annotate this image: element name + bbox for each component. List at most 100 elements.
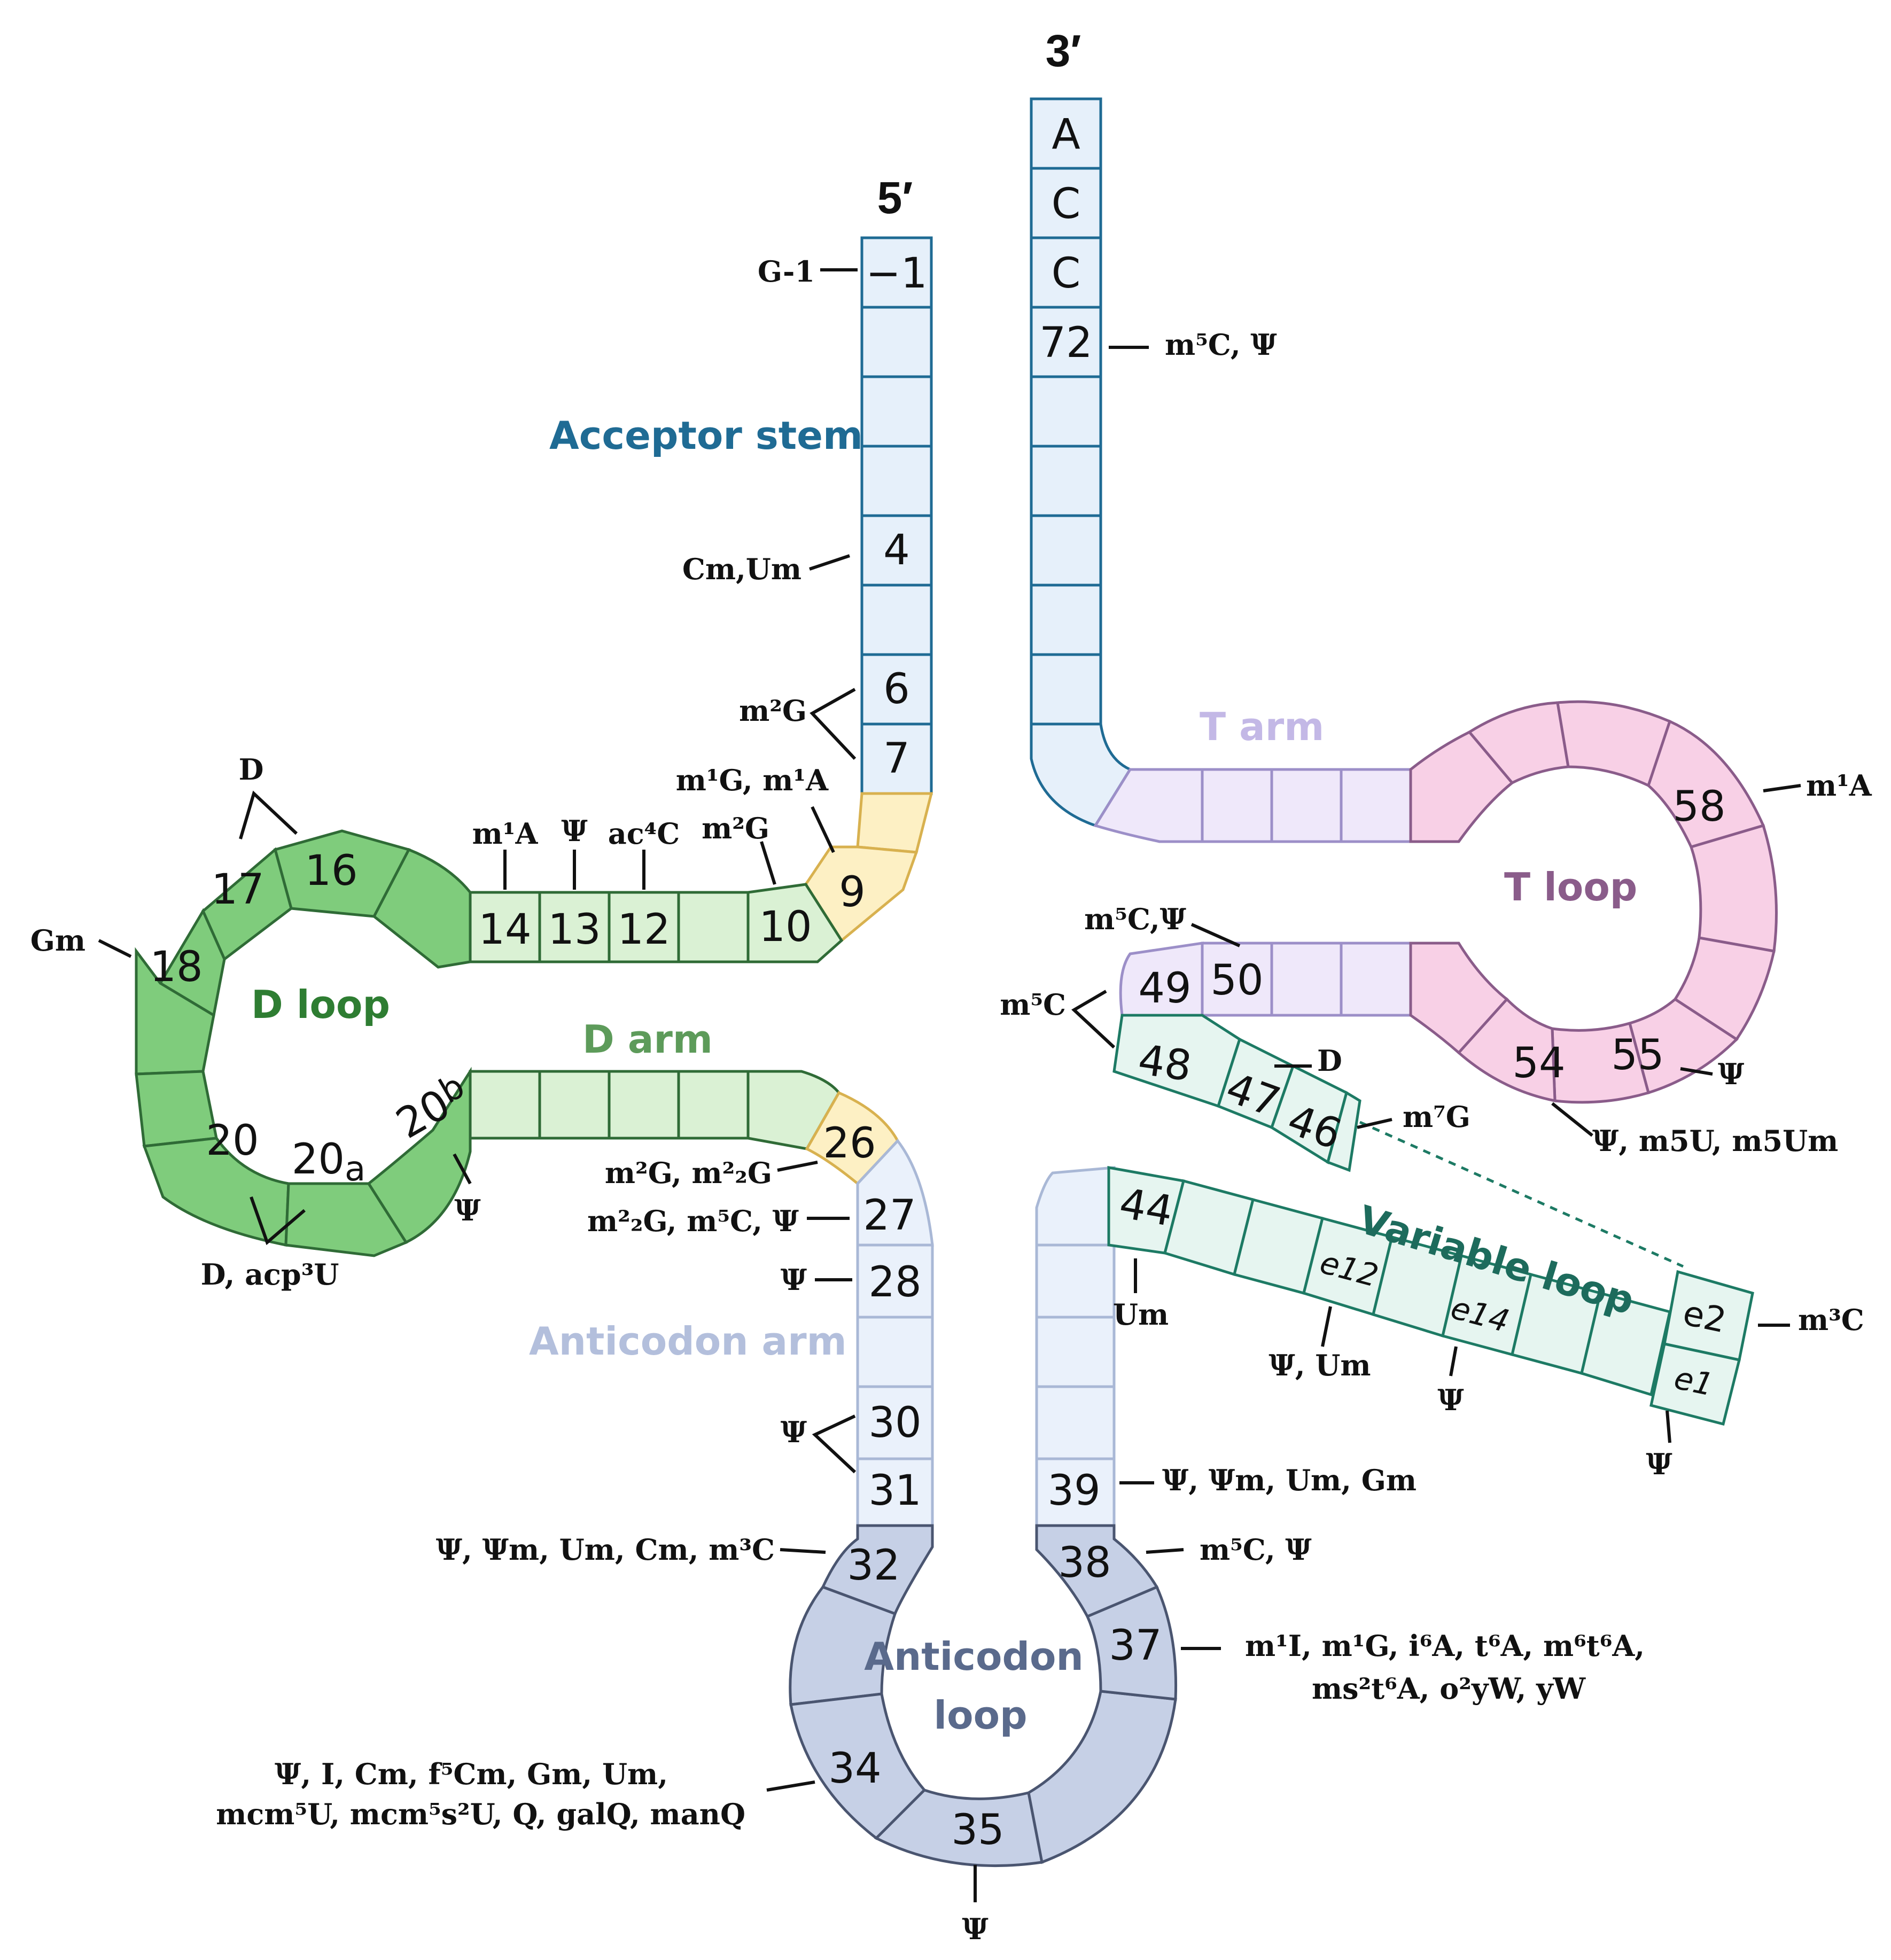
nucleotide-box [1340, 942, 1412, 1017]
cca-tail-a: A [1052, 111, 1080, 159]
nucleotide-box [367, 1067, 472, 1245]
nucleotide-box [1035, 1524, 1159, 1619]
leader-line [1551, 1102, 1593, 1137]
nucleotide-box [860, 375, 933, 448]
mod-37-line1: m¹I, m¹G, i⁶A, t⁶A, m⁶t⁶A, [1245, 1629, 1645, 1663]
nucleotide-box [1030, 375, 1102, 448]
t-loop: 54 55 58 [1409, 700, 1778, 1104]
position-13: 13 [548, 906, 601, 954]
acceptor-stem-3prime-strand: A C C 72 [1030, 97, 1132, 828]
leader-line [810, 688, 857, 760]
nucleotide-box [1409, 942, 1509, 1055]
leader-line [1357, 1118, 1392, 1129]
position-minus1: −1 [866, 250, 928, 298]
position-9: 9 [839, 868, 866, 916]
nucleotide-box [856, 792, 933, 854]
nucleotide-box [856, 1243, 934, 1319]
leader-line [250, 1196, 306, 1246]
mod-9: m¹G, m¹A [676, 763, 829, 797]
nucleotide-box [1035, 1243, 1116, 1319]
position-34: 34 [828, 1745, 881, 1793]
position-20a: 20a [292, 1135, 365, 1189]
variable-loop-dashed-connector [1359, 1121, 1684, 1268]
leader-line [453, 1153, 472, 1185]
nucleotide-box [856, 1139, 934, 1247]
nucleotide-box [1093, 768, 1204, 843]
leader-lines [98, 268, 1801, 1902]
position-72: 72 [1039, 319, 1092, 367]
mod-16-17: D [239, 752, 264, 787]
mod-58: m¹A [1806, 768, 1872, 803]
mod-28: Ψ [781, 1263, 807, 1297]
junction-26: 26 [805, 1091, 900, 1186]
mod-72: m⁵C, Ψ [1165, 328, 1277, 362]
position-38: 38 [1058, 1539, 1111, 1587]
nucleotide-box [538, 1070, 611, 1140]
nucleotide-box [1030, 306, 1102, 378]
three-prime-end-label: 3′ [1046, 26, 1081, 76]
mod-14: m¹A [472, 816, 539, 851]
leader-line [98, 939, 132, 958]
position-27: 27 [863, 1192, 916, 1240]
nucleotide-box [1035, 1457, 1116, 1527]
position-49: 49 [1138, 965, 1191, 1013]
variable-region-46-48: 46 47 48 [1112, 1014, 1361, 1172]
nucleotide-box [538, 891, 611, 963]
nucleotide-box [608, 891, 680, 963]
nucleotide-box [1270, 768, 1343, 843]
mod-54: Ψ, m5U, m5Um [1592, 1124, 1838, 1158]
position-50: 50 [1210, 956, 1263, 1005]
mod-20b: Ψ [454, 1193, 480, 1227]
mod-g-minus1: G-1 [758, 254, 815, 289]
nucleotide-box [135, 1070, 218, 1148]
mod-20: D, acp³U [201, 1257, 339, 1292]
nucleotide-box [1035, 1316, 1116, 1388]
position-20a-base: 20 [292, 1135, 345, 1184]
nucleotide-box [284, 1182, 408, 1257]
junction-8-9: 9 [804, 792, 933, 943]
position-16: 16 [305, 847, 357, 895]
nucleotide-box [1270, 942, 1343, 1017]
mod-34-line2: mcm⁵U, mcm⁵s²U, Q, galQ, manQ [216, 1797, 745, 1831]
nucleotide-box [1649, 1342, 1741, 1426]
nucleotide-box [874, 1788, 1044, 1868]
mod-55: Ψ [1718, 1057, 1744, 1091]
position-32: 32 [847, 1542, 900, 1590]
mod-44: Um [1113, 1297, 1169, 1332]
mod-e14: Ψ [1437, 1383, 1464, 1417]
cca-tail-c2: C [1052, 250, 1080, 298]
leader-line [812, 1414, 857, 1474]
mod-32: Ψ, Ψm, Um, Cm, m³C [436, 1533, 775, 1567]
anticodon-arm-3prime-strand: 39 [1035, 1166, 1116, 1527]
acceptor-stem-label: Acceptor stem [549, 413, 863, 458]
leader-line [239, 790, 298, 839]
t-loop-label: T loop [1504, 865, 1637, 909]
anticodon-loop-label-line2: loop [933, 1693, 1027, 1738]
position-20: 20 [206, 1117, 259, 1165]
anticodon-loop-label-line1: Anticodon [864, 1634, 1083, 1679]
nucleotide-box [135, 947, 215, 1076]
position-31: 31 [868, 1467, 921, 1515]
nucleotide-box [1689, 823, 1778, 953]
mod-27: m²₂G, m⁵C, Ψ [587, 1204, 799, 1238]
mod-12: ac⁴C [608, 816, 680, 851]
nucleotide-box [1030, 445, 1102, 517]
position-20a-subscript: a [345, 1149, 365, 1189]
cca-tail-c1: C [1052, 180, 1080, 228]
mod-39: Ψ, Ψm, Um, Gm [1162, 1463, 1417, 1497]
position-4: 4 [883, 526, 910, 574]
leader-line [1449, 1346, 1458, 1376]
mod-10: m²G [702, 811, 769, 845]
nucleotide-box [1035, 1385, 1116, 1460]
leader-line [811, 806, 835, 853]
nucleotide-box [677, 1070, 750, 1140]
nucleotide-box [1035, 1166, 1116, 1247]
leader-line [809, 554, 850, 571]
nucleotide-box [1647, 719, 1765, 849]
mod-46: m⁷G [1403, 1100, 1470, 1134]
mod-13: Ψ [561, 814, 587, 848]
t-arm: 49 50 [1093, 768, 1412, 1020]
mod-35: Ψ [962, 1912, 988, 1946]
nucleotide-box [1201, 942, 1273, 1017]
position-12: 12 [617, 906, 670, 954]
